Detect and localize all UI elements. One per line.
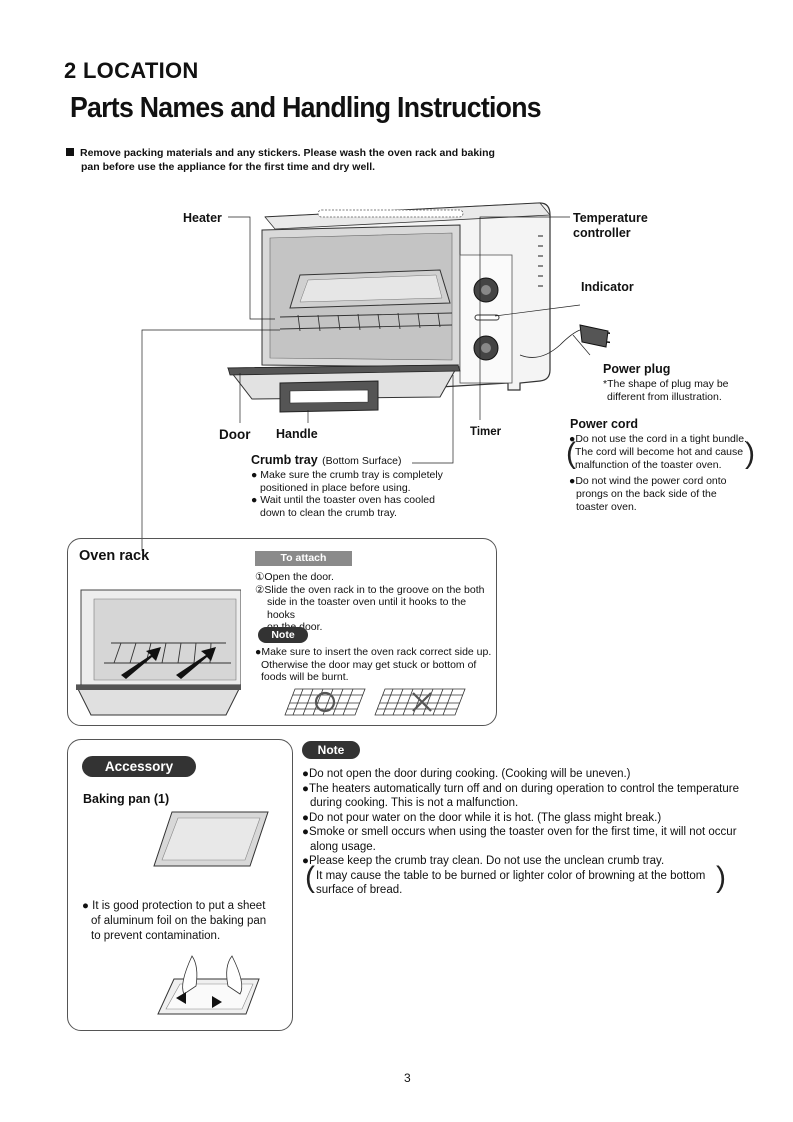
label-power-plug: Power plug	[603, 362, 671, 376]
label-power-cord: Power cord	[570, 417, 639, 431]
to-attach-tag: To attach	[255, 551, 352, 566]
power-cord-note-2-line-1: ●Do not wind the power cord onto	[569, 475, 727, 487]
power-cord-notes: ●Do not use the cord in a tight bundle. …	[566, 433, 769, 514]
accessory-tip-line-2: of aluminum foil on the baking pan	[91, 915, 267, 927]
general-note-tag: Note	[302, 741, 360, 759]
correct-circle-icon	[314, 691, 336, 713]
label-temperature-controller-line-1: Temperature	[573, 211, 648, 225]
accessory-box: Accessory Baking pan (1) ● It is good pr…	[67, 739, 293, 1031]
power-plug-note-line-2: different from illustration.	[607, 391, 722, 403]
note-5: ●Please keep the crumb tray clean. Do no…	[302, 855, 665, 867]
crumb-tray-note-1-line-2: positioned in place before using.	[260, 481, 411, 494]
toaster-oven-illustration	[141, 202, 610, 551]
baking-pan-illustration	[153, 811, 269, 867]
wrong-cross-icon	[412, 692, 432, 712]
oven-rack-step-2-line-1: ②Slide the oven rack in to the groove on…	[255, 583, 485, 596]
note-4-line-1: ●Smoke or smell occurs when using the to…	[302, 826, 737, 838]
oven-rack-note-line-2: Otherwise the door may get stuck or bott…	[261, 658, 477, 671]
open-paren-icon: (	[305, 860, 315, 894]
section-heading: 2 LOCATION	[64, 58, 199, 83]
general-notes: ●Do not open the door during cooking. (C…	[302, 767, 772, 898]
power-cord-note-1: ●Do not use the cord in a tight bundle.	[569, 433, 747, 445]
power-cord-paren-line-1: The cord will become hot and cause	[575, 446, 744, 458]
crumb-tray-subtitle: (Bottom Surface)	[322, 455, 402, 467]
oven-rack-step-1: ①Open the door.	[255, 571, 334, 583]
baking-pan-label: Baking pan (1)	[83, 792, 170, 806]
crumb-tray-section: Crumb tray (Bottom Surface) ● Make sure …	[251, 451, 491, 519]
note-5-parenthetical: ( It may cause the table to be burned or…	[302, 862, 772, 898]
foil-on-pan-illustration	[157, 955, 260, 1015]
power-cord-note-2-line-3: toaster oven.	[576, 501, 637, 513]
page-number: 3	[404, 1071, 411, 1085]
accessory-tip-line-1: ● It is good protection to put a sheet	[82, 900, 266, 912]
accessory-tag: Accessory	[82, 756, 196, 777]
label-temperature-controller-line-2: controller	[573, 226, 631, 240]
square-bullet-icon	[66, 148, 74, 156]
accessory-tip: ● It is good protection to put a sheet o…	[82, 899, 290, 944]
power-plug-note-line-1: *The shape of plug may be	[603, 378, 729, 390]
oven-rack-title: Oven rack	[79, 548, 150, 564]
oven-rack-note-tag: Note	[258, 627, 308, 643]
power-cord-note-2-line-2: prongs on the back side of the	[576, 488, 717, 500]
oven-rack-note-line-1: ●Make sure to insert the oven rack corre…	[255, 646, 492, 658]
note-5-paren-line-1: It may cause the table to be burned or l…	[316, 869, 706, 882]
oven-rack-step-2-line-2: side in the toaster oven until it hooks …	[267, 596, 467, 621]
power-cord-paren-line-2: malfunction of the toaster oven.	[575, 459, 722, 471]
close-paren-icon: )	[716, 860, 726, 894]
note-4-line-2: along usage.	[310, 840, 376, 853]
note-1: ●Do not open the door during cooking. (C…	[302, 768, 631, 780]
intro-line-2: pan before use the appliance for the fir…	[81, 160, 376, 173]
oven-rack-insertion-illustration	[76, 589, 241, 716]
power-plug-note: *The shape of plug may be different from…	[603, 378, 729, 404]
oven-rack-steps: ①Open the door. ②Slide the oven rack in …	[255, 571, 495, 634]
note-2-line-1: ●The heaters automatically turn off and …	[302, 782, 739, 795]
intro-instructions: Remove packing materials and any sticker…	[66, 147, 526, 174]
page-title: Parts Names and Handling Instructions	[70, 92, 542, 124]
close-paren-icon: )	[745, 437, 755, 470]
note-3: ●Do not pour water on the door while it …	[302, 811, 662, 824]
crumb-tray-note-2-line-1: ● Wait until the toaster oven has cooled	[251, 494, 435, 506]
label-indicator: Indicator	[581, 280, 634, 294]
label-handle: Handle	[276, 427, 318, 441]
label-heater: Heater	[183, 211, 222, 225]
crumb-tray-title: Crumb tray	[251, 453, 318, 467]
note-5-paren-line-2: surface of bread.	[316, 884, 403, 896]
intro-line-1: Remove packing materials and any sticker…	[80, 147, 495, 159]
crumb-tray-note-2-line-2: down to clean the crumb tray.	[260, 506, 397, 519]
label-timer: Timer	[470, 426, 502, 438]
oven-rack-box: Oven rack To attach ①Open the door. ②Sli…	[67, 538, 497, 726]
label-temperature-controller: Temperature controller	[573, 211, 648, 241]
oven-rack-note: ●Make sure to insert the oven rack corre…	[255, 646, 495, 684]
crumb-tray-note-1-line-1: ● Make sure the crumb tray is completely	[251, 469, 443, 481]
label-door: Door	[219, 427, 251, 442]
oven-rack-note-line-3: foods will be burnt.	[261, 671, 349, 683]
note-2-line-2: during cooking. This is not a malfunctio…	[310, 797, 519, 809]
open-paren-icon: (	[566, 437, 576, 470]
rack-orientation-illustration	[284, 688, 466, 716]
accessory-tip-line-3: to prevent contamination.	[91, 930, 221, 942]
